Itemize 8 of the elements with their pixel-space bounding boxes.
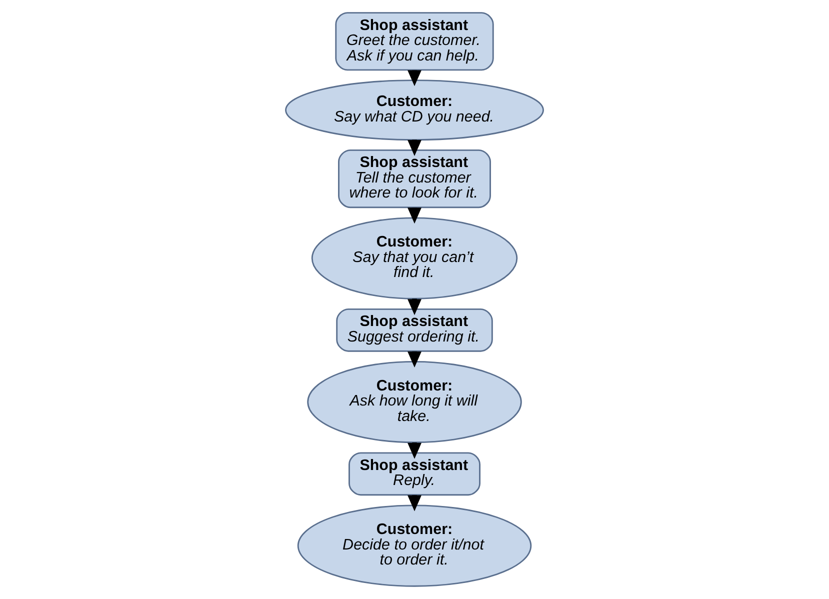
node-ellipse: Customer: Say that you can’t find it. <box>311 217 518 300</box>
node-box: Shop assistant Reply. <box>348 452 480 496</box>
node-ellipse: Customer: Ask how long it will take. <box>307 360 522 444</box>
node-ellipse: Customer: Say what CD you need. <box>285 80 544 141</box>
node-box: Shop assistant Tell the customer where to look for it. <box>338 150 491 208</box>
node-ellipse: Customer: Decide to order it/not to order it. <box>297 504 532 587</box>
node-box: Shop assistant Suggest ordering it. <box>336 308 493 352</box>
node-box: Shop assistant Greet the customer. Ask if you can help. <box>335 12 494 71</box>
